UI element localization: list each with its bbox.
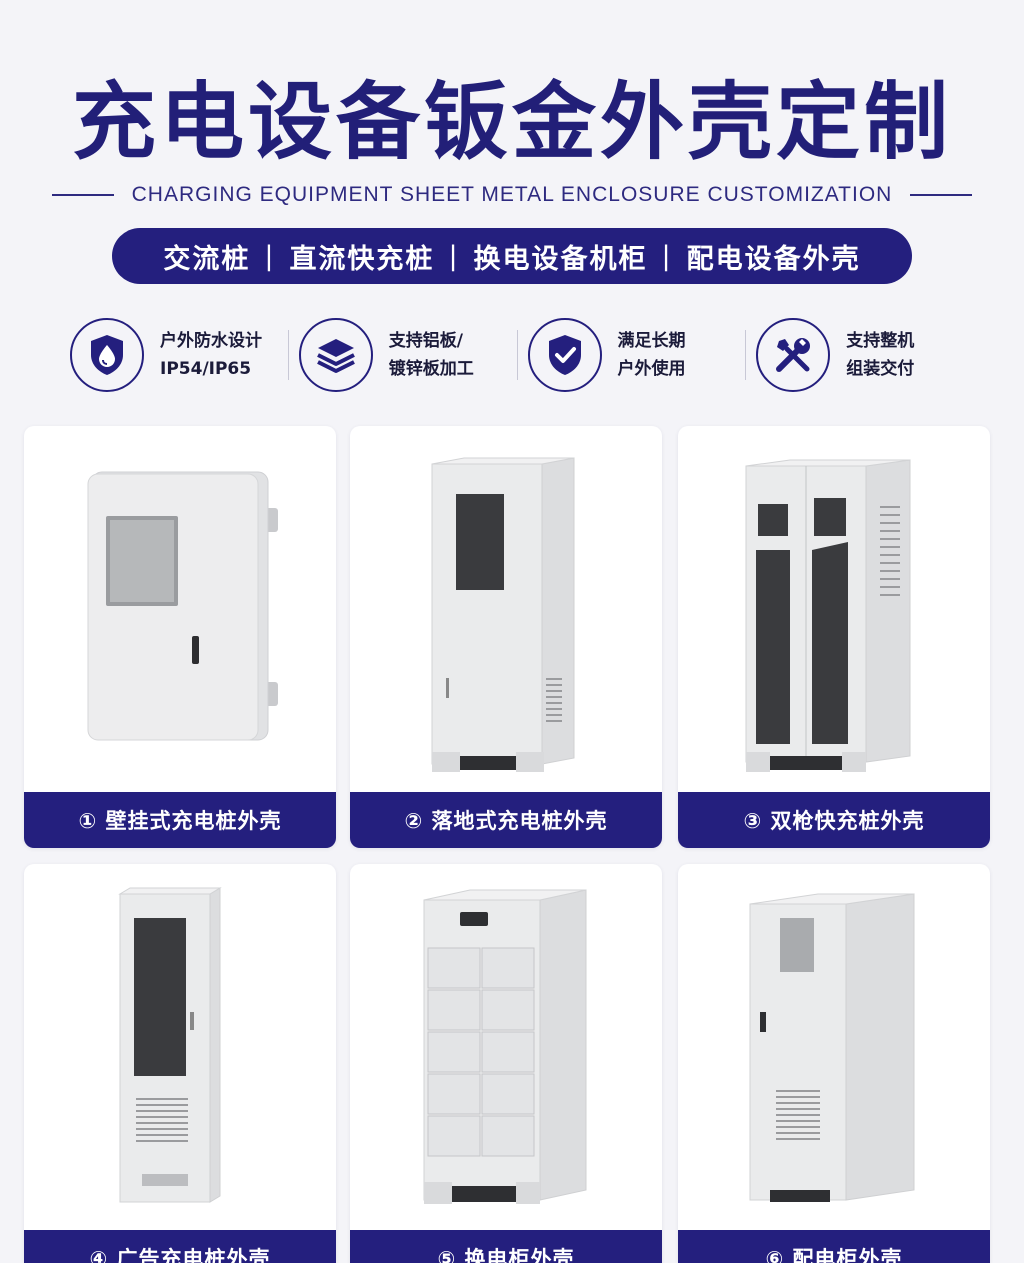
- feature-materials-line1: 支持铝板/: [388, 331, 463, 351]
- category-dc-fast-pile: 直流快充桩: [289, 243, 435, 275]
- feature-outdoor: 满足长期 户外使用: [518, 318, 736, 392]
- floor-standing-enclosure-image: [431, 457, 575, 772]
- feature-outdoor-line1: 满足长期: [617, 331, 686, 351]
- feature-materials-line2: 镀锌板加工: [388, 359, 474, 379]
- dual-door-enclosure-image: [745, 459, 911, 772]
- product-label: ③ 双枪快充桩外壳: [678, 792, 990, 848]
- page-title: 充电设备钣金外壳定制: [71, 73, 952, 171]
- product-label: ⑤ 换电柜外壳: [350, 1230, 662, 1263]
- distribution-enclosure-image: [749, 893, 915, 1202]
- subtitle-right-divider: [910, 194, 973, 196]
- product-card-distribution[interactable]: ⑥ 配电柜外壳: [678, 864, 990, 1263]
- battery-swap-enclosure-image: [423, 889, 587, 1204]
- category-distribution-housing: 配电设备外壳: [686, 243, 861, 275]
- feature-waterproof: 户外防水设计 IP54/IP65: [60, 318, 278, 392]
- waterproof-shield-icon: [70, 318, 144, 392]
- page-subtitle: CHARGING EQUIPMENT SHEET METAL ENCLOSURE…: [131, 183, 893, 206]
- category-separator: |: [264, 240, 276, 272]
- product-label: ② 落地式充电桩外壳: [350, 792, 662, 848]
- category-separator: |: [661, 240, 673, 272]
- product-label: ⑥ 配电柜外壳: [678, 1230, 990, 1263]
- wall-mounted-enclosure-image: [87, 471, 278, 741]
- product-card-floor-standing[interactable]: ② 落地式充电桩外壳: [350, 426, 662, 848]
- feature-assembly-line1: 支持整机: [846, 331, 915, 351]
- feature-waterproof-line1: 户外防水设计: [160, 331, 262, 351]
- check-shield-icon: [527, 318, 602, 392]
- subtitle-left-divider: [51, 194, 114, 196]
- product-card-wall-mounted[interactable]: ① 壁挂式充电桩外壳: [24, 426, 336, 848]
- feature-divider: [516, 330, 518, 380]
- category-battery-swap-cabinet: 换电设备机柜: [473, 243, 648, 275]
- feature-assembly-line2: 组装交付: [846, 359, 915, 379]
- feature-materials: 支持铝板/ 镀锌板加工: [289, 318, 507, 392]
- advertising-enclosure-image: [118, 887, 222, 1203]
- feature-row: 户外防水设计 IP54/IP65 支持铝板/ 镀锌板加工 满足长期 户外使用: [60, 314, 964, 396]
- feature-waterproof-line2: IP54/IP65: [160, 359, 252, 379]
- product-card-dual-door[interactable]: ③ 双枪快充桩外壳: [678, 426, 990, 848]
- feature-divider: [745, 330, 747, 380]
- layers-icon: [298, 318, 373, 392]
- tools-icon: [756, 318, 831, 392]
- subtitle-row: CHARGING EQUIPMENT SHEET METAL ENCLOSURE…: [0, 180, 1024, 210]
- product-label: ① 壁挂式充电桩外壳: [24, 792, 336, 848]
- product-label: ④ 广告充电桩外壳: [24, 1230, 336, 1263]
- product-card-advertising[interactable]: ④ 广告充电桩外壳: [24, 864, 336, 1263]
- product-card-battery-swap[interactable]: ⑤ 换电柜外壳: [350, 864, 662, 1263]
- category-ac-pile: 交流桩: [163, 243, 251, 275]
- feature-outdoor-line2: 户外使用: [617, 359, 686, 379]
- feature-divider: [287, 330, 289, 380]
- category-separator: |: [448, 240, 460, 272]
- feature-assembly: 支持整机 组装交付: [746, 318, 964, 392]
- category-banner: 交流桩 | 直流快充桩 | 换电设备机柜 | 配电设备外壳: [112, 228, 912, 284]
